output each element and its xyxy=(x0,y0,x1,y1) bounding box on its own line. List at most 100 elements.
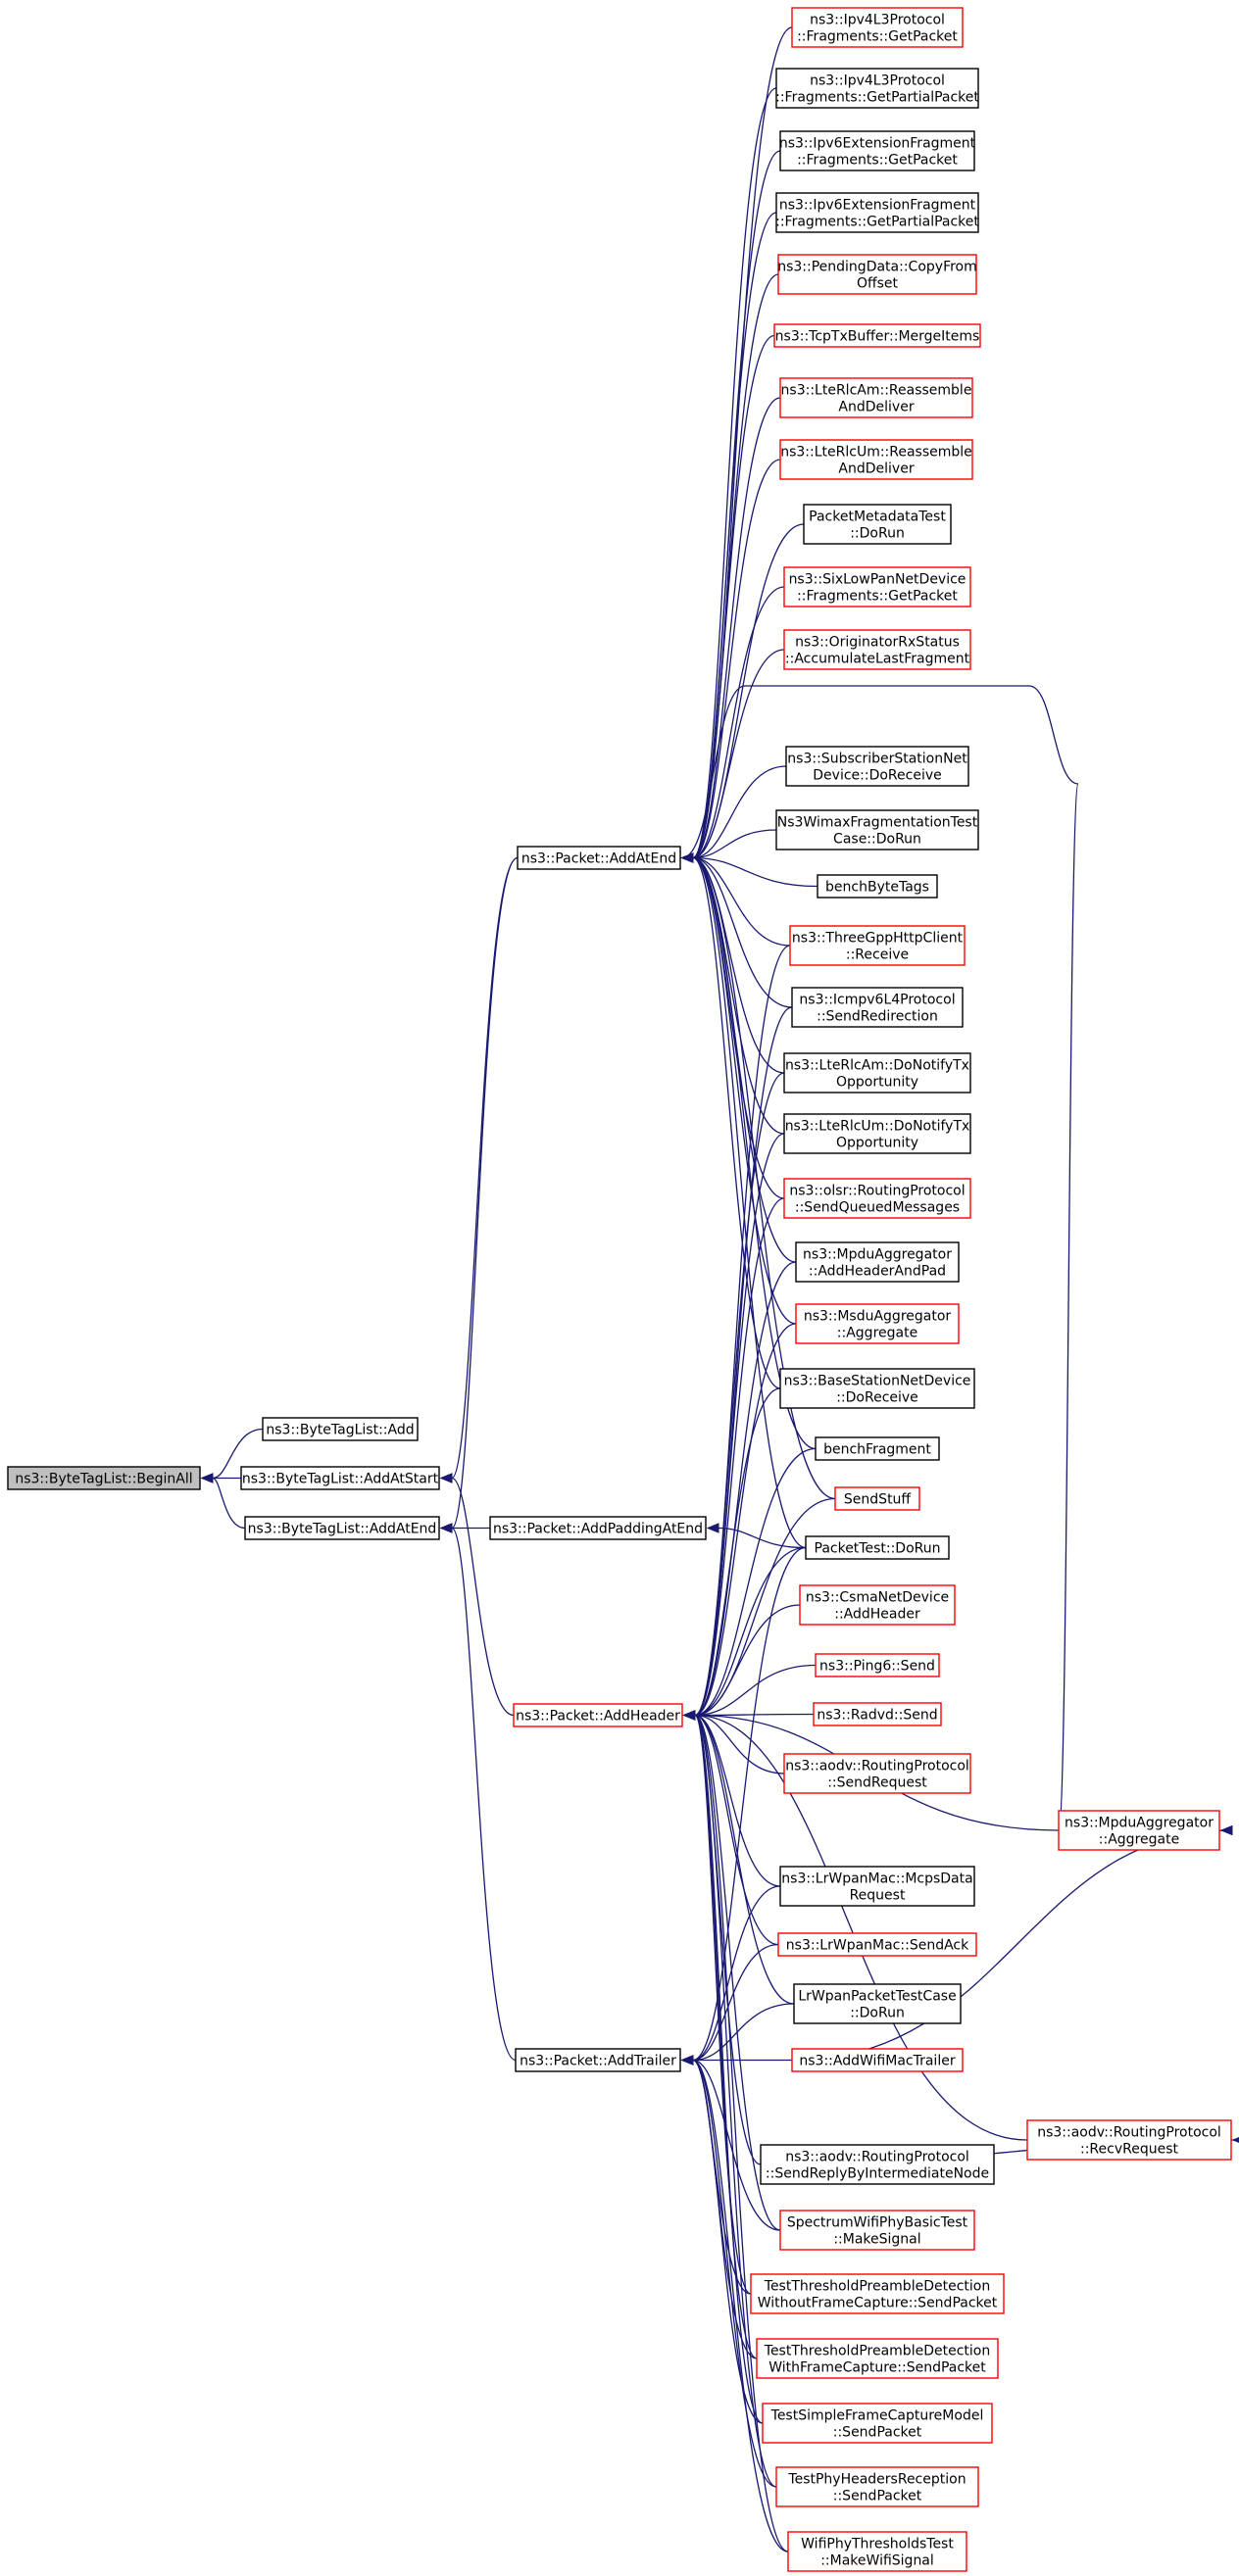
node-box xyxy=(783,566,971,608)
node-thr-with[interactable]: TestThresholdPreambleDetectionWithFrameC… xyxy=(756,2338,999,2379)
call-edge-lrwpan_mcps-to-p_addheader xyxy=(682,1710,781,1887)
node-label-line: ::RecvRequest xyxy=(1080,2142,1179,2158)
node-box xyxy=(779,2210,975,2251)
node-sixlowpan[interactable]: ns3::SixLowPanNetDevice::Fragments::GetP… xyxy=(783,566,971,608)
node-box xyxy=(775,2466,979,2507)
node-aodv-sendreq[interactable]: ns3::aodv::RoutingProtocol::SendRequest xyxy=(783,1753,971,1794)
node-label-line: Case::DoRun xyxy=(833,832,921,848)
node-box xyxy=(813,1702,942,1726)
node-p-addatend[interactable]: ns3::Packet::AddAtEnd xyxy=(517,846,681,870)
node-label-line: ns3::MpduAggregator xyxy=(1065,1816,1214,1831)
node-box xyxy=(1026,2119,1232,2161)
call-edge-csma-to-p_addheader xyxy=(682,1604,801,1721)
node-sendstuff[interactable]: SendStuff xyxy=(834,1486,920,1511)
node-label-line: WithFrameCapture::SendPacket xyxy=(768,2360,986,2376)
node-label-line: ns3::TcpTxBuffer::MergeItems xyxy=(775,329,980,345)
node-benchbytetags[interactable]: benchByteTags xyxy=(817,874,938,899)
node-benchfragment[interactable]: benchFragment xyxy=(815,1436,940,1461)
node-p-addtrailer[interactable]: ns3::Packet::AddTrailer xyxy=(515,2048,681,2072)
node-threegpp[interactable]: ns3::ThreeGppHttpClient::Receive xyxy=(789,925,966,966)
node-label-line: ::DoReceive xyxy=(836,1390,918,1406)
node-packettest[interactable]: PacketTest::DoRun xyxy=(805,1535,950,1560)
node-simplecapture[interactable]: TestSimpleFrameCaptureModel::SendPacket xyxy=(762,2403,993,2444)
node-ipv6-getpartial[interactable]: ns3::Ipv6ExtensionFragment::Fragments::G… xyxy=(775,192,979,233)
node-msdu-agg[interactable]: ns3::MsduAggregator::Aggregate xyxy=(795,1303,960,1344)
node-label-line: ns3::Packet::AddAtEnd xyxy=(521,851,676,867)
node-box xyxy=(1058,1810,1220,1851)
node-label-line: ::Aggregate xyxy=(1099,1832,1179,1848)
node-label-line: benchByteTags xyxy=(825,880,929,896)
node-box xyxy=(240,1466,440,1490)
node-mpdu-addheader[interactable]: ns3::MpduAggregator::AddHeaderAndPad xyxy=(795,1241,960,1283)
node-add[interactable]: ns3::ByteTagList::Add xyxy=(262,1417,419,1441)
node-label-line: ::SendRequest xyxy=(827,1775,927,1791)
node-label-line: ns3::LrWpanMac::McpsData xyxy=(781,1871,972,1887)
node-box xyxy=(815,1653,940,1677)
node-p-addheader[interactable]: ns3::Packet::AddHeader xyxy=(513,1703,683,1727)
node-label-line: ns3::PendingData::CopyFrom xyxy=(777,260,977,275)
node-thr-without[interactable]: TestThresholdPreambleDetectionWithoutFra… xyxy=(750,2273,1005,2314)
node-mpdu-agg[interactable]: ns3::MpduAggregator::Aggregate xyxy=(1058,1810,1220,1851)
node-box xyxy=(795,1241,960,1283)
node-label-line: ns3::OriginatorRxStatus xyxy=(795,635,960,651)
node-label-line: ::Fragments::GetPartialPacket xyxy=(775,90,979,106)
node-label-line: ns3::aodv::RoutingProtocol xyxy=(785,1759,969,1774)
node-addatstart[interactable]: ns3::ByteTagList::AddAtStart xyxy=(240,1466,440,1490)
node-ipv4-getpacket[interactable]: ns3::Ipv4L3Protocol::Fragments::GetPacke… xyxy=(791,7,964,48)
node-label-line: ::DoRun xyxy=(850,2006,905,2021)
node-lrwpan-ack[interactable]: ns3::LrWpanMac::SendAck xyxy=(777,1932,977,1957)
node-phyheaders[interactable]: TestPhyHeadersReception::SendPacket xyxy=(775,2466,979,2507)
node-aodv-recvreq[interactable]: ns3::aodv::RoutingProtocol::RecvRequest xyxy=(1026,2119,1232,2161)
node-spectrum[interactable]: SpectrumWifiPhyBasicTest::MakeSignal xyxy=(779,2210,975,2251)
node-icmpv6[interactable]: ns3::Icmpv6L4Protocol::SendRedirection xyxy=(791,987,964,1028)
node-box xyxy=(262,1417,419,1441)
node-csma[interactable]: ns3::CsmaNetDevice::AddHeader xyxy=(799,1584,956,1626)
node-subscriber[interactable]: ns3::SubscriberStationNetDevice::DoRecei… xyxy=(785,746,969,787)
node-box xyxy=(791,987,964,1028)
node-label-line: PacketMetadataTest xyxy=(809,510,946,525)
node-pktmeta[interactable]: PacketMetadataTest::DoRun xyxy=(803,504,952,545)
node-label-line: ns3::Packet::AddTrailer xyxy=(520,2054,676,2069)
node-box xyxy=(783,629,971,670)
node-label-line: ::Aggregate xyxy=(837,1326,917,1341)
node-label-line: TestThresholdPreambleDetection xyxy=(764,2279,990,2295)
node-box xyxy=(815,1436,940,1461)
node-tcptx[interactable]: ns3::TcpTxBuffer::MergeItems xyxy=(773,323,981,348)
node-box xyxy=(787,2531,967,2572)
node-radvd[interactable]: ns3::Radvd::Send xyxy=(813,1702,942,1726)
node-originator[interactable]: ns3::OriginatorRxStatus::AccumulateLastF… xyxy=(783,629,971,670)
node-p-addpad[interactable]: ns3::Packet::AddPaddingAtEnd xyxy=(489,1516,707,1540)
node-ping6[interactable]: ns3::Ping6::Send xyxy=(815,1653,940,1677)
node-box xyxy=(805,1535,950,1560)
node-label-line: ns3::aodv::RoutingProtocol xyxy=(1037,2125,1221,2141)
node-wifithr[interactable]: WifiPhyThresholdsTest::MakeWifiSignal xyxy=(787,2531,967,2572)
node-label-line: SendStuff xyxy=(844,1492,912,1508)
node-ipv6-getpacket[interactable]: ns3::Ipv6ExtensionFragment::Fragments::G… xyxy=(779,130,976,171)
node-beginall[interactable]: ns3::ByteTagList::BeginAll xyxy=(7,1466,201,1490)
node-label-line: ::MakeSignal xyxy=(833,2232,920,2248)
node-label-line: ns3::LteRlcAm::Reassemble xyxy=(781,383,972,399)
node-label-line: WithoutFrameCapture::SendPacket xyxy=(758,2296,998,2311)
call-edge-lrwpan_test-to-p_addheader xyxy=(682,1710,795,2005)
node-label-line: ns3::BaseStationNetDevice xyxy=(784,1374,971,1389)
node-aodv-sendreply[interactable]: ns3::aodv::RoutingProtocol::SendReplyByI… xyxy=(760,2144,995,2185)
call-edge-ipv4_getpartial-to-p_addatend xyxy=(680,87,777,863)
node-label-line: ns3::ThreeGppHttpClient xyxy=(792,931,964,947)
node-basestation[interactable]: ns3::BaseStationNetDevice::DoReceive xyxy=(779,1368,975,1409)
node-box xyxy=(783,1178,971,1219)
node-ipv4-getpartial[interactable]: ns3::Ipv4L3Protocol::Fragments::GetParti… xyxy=(775,68,979,109)
call-edge-subscriber-to-p_addatend xyxy=(680,765,787,863)
node-bl-addatend[interactable]: ns3::ByteTagList::AddAtEnd xyxy=(244,1516,440,1540)
call-edge-sixlowpan-to-p_addatend xyxy=(680,586,785,863)
node-olsr[interactable]: ns3::olsr::RoutingProtocol::SendQueuedMe… xyxy=(783,1178,971,1219)
node-addwifimac[interactable]: ns3::AddWifiMacTrailer xyxy=(791,2048,964,2072)
node-label-line: ::MakeWifiSignal xyxy=(820,2553,934,2569)
node-lrwpan-test[interactable]: LrWpanPacketTestCase::DoRun xyxy=(793,1983,962,2024)
